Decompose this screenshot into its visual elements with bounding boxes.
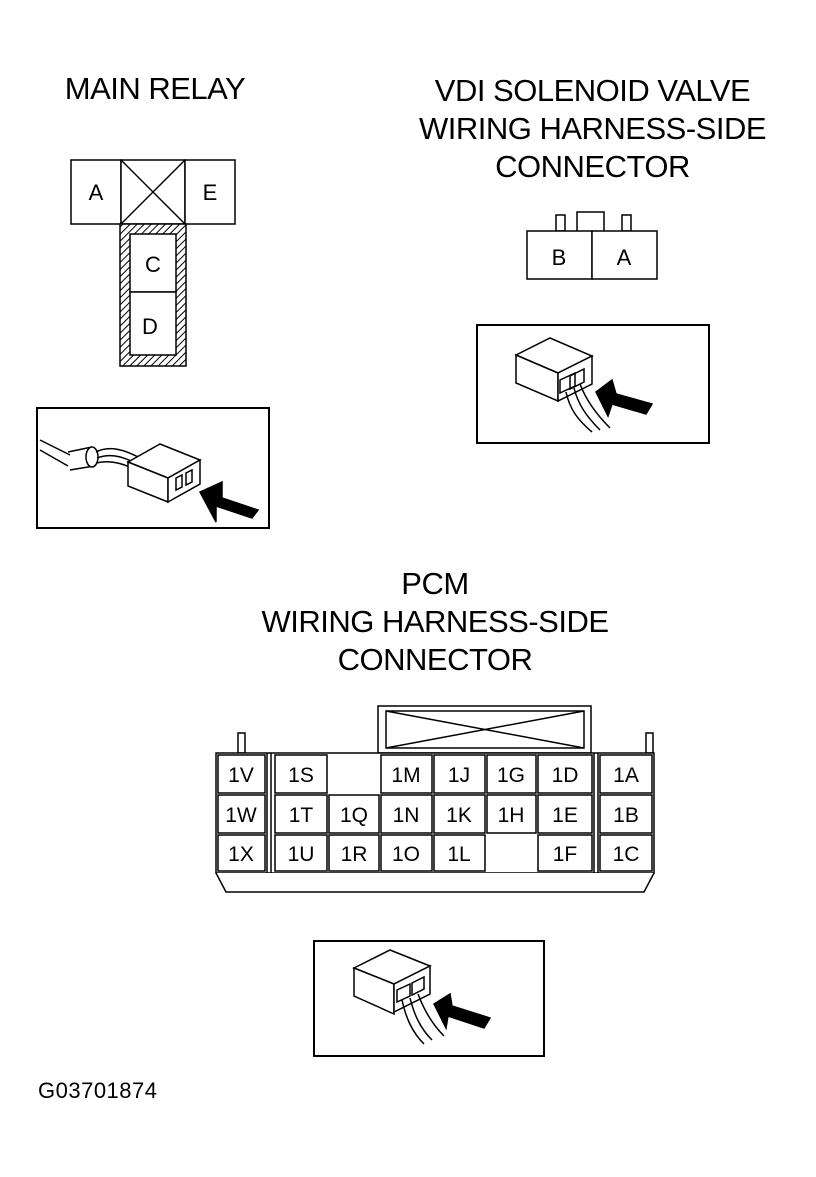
terminal-label: 1S <box>288 764 314 787</box>
terminal-label: 1B <box>613 804 639 827</box>
pcm-view-box <box>313 940 545 1057</box>
terminal-label: 1C <box>613 843 640 866</box>
terminal-label: 1G <box>497 764 525 787</box>
terminal-label: B <box>552 245 567 270</box>
main-relay-connector <box>70 159 236 367</box>
terminal-label: 1X <box>228 843 254 866</box>
terminal-label: 1O <box>392 843 420 866</box>
connector-with-wires-icon <box>352 949 492 1045</box>
vdi-solenoid-title: VDI SOLENOID VALVE WIRING HARNESS-SIDE C… <box>418 73 767 184</box>
latch-tab <box>237 732 246 754</box>
terminal-label: A <box>89 180 104 205</box>
main-relay-cell-e <box>184 159 236 225</box>
pcm-connector-base <box>215 872 655 893</box>
vdi-cell-a <box>591 230 658 280</box>
terminal-label: 1N <box>393 804 420 827</box>
terminal-label: A <box>617 245 632 270</box>
latch-tab <box>555 214 566 232</box>
vdi-solenoid-connector <box>526 211 658 280</box>
pcm-connector <box>215 705 655 893</box>
terminal-label: C <box>145 252 161 277</box>
latch-tab <box>621 214 632 232</box>
terminal-label: 1L <box>447 843 470 866</box>
terminal-label: 1H <box>498 804 525 827</box>
terminal-label: 1A <box>613 764 639 787</box>
terminal-label: 1D <box>552 764 579 787</box>
vdi-view-box <box>476 324 710 444</box>
terminal-label: 1Q <box>340 804 368 827</box>
main-relay-view-box <box>36 407 270 529</box>
connector-with-wires-icon <box>514 337 654 433</box>
connector-with-wires-icon <box>39 439 260 523</box>
terminal-label: E <box>203 180 218 205</box>
terminal-label: 1F <box>553 843 578 866</box>
terminal-label: 1K <box>446 804 472 827</box>
latch-tab <box>645 732 654 754</box>
figure-id: G03701874 <box>38 1078 158 1103</box>
terminal-label: 1J <box>448 764 470 787</box>
terminal-label: 1E <box>552 804 578 827</box>
main-relay-title: MAIN RELAY <box>64 71 246 106</box>
terminal-label: 1V <box>228 764 254 787</box>
lock-tab <box>576 211 605 231</box>
terminal-label: 1M <box>391 764 420 787</box>
pcm-title: PCM WIRING HARNESS-SIDE CONNECTOR <box>261 566 609 677</box>
main-relay-cell-a <box>70 159 122 225</box>
main-relay-cell-d <box>129 291 177 356</box>
terminal-label: 1T <box>289 804 314 827</box>
terminal-label: 1U <box>288 843 315 866</box>
terminal-label: D <box>142 314 158 339</box>
terminal-label: 1R <box>341 843 368 866</box>
terminal-label: 1W <box>225 804 257 827</box>
blank-cross-line <box>120 159 186 225</box>
vdi-cell-b <box>526 230 593 280</box>
